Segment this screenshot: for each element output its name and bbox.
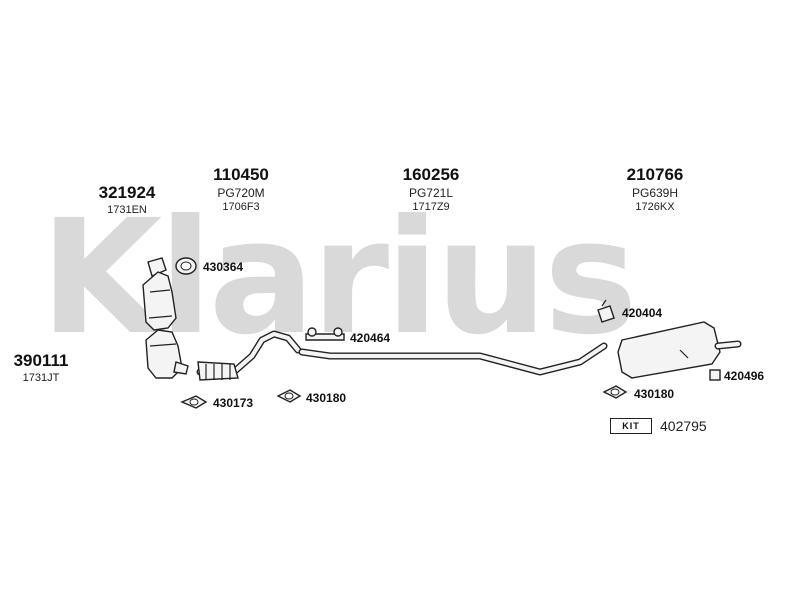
catalytic-converter-upper[interactable] (142, 257, 177, 331)
part-code-secondary: 1726KX (635, 201, 675, 213)
part-code-secondary: 1717Z9 (412, 201, 450, 213)
label-430173: 430173 (213, 396, 254, 410)
part-number: 110450 (213, 165, 269, 184)
klarius-watermark-logo: Klarius (40, 210, 638, 350)
label-430180-left: 430180 (306, 391, 347, 405)
gasket-430173-icon[interactable] (180, 395, 208, 409)
part-321924-label: 321924 1731EN (92, 184, 162, 216)
middle-pipe-160256[interactable] (298, 342, 608, 376)
label-430364: 430364 (203, 260, 244, 274)
kit-badge: KIT (610, 418, 652, 434)
part-110450-label: 110450 PG720M 1706F3 (206, 166, 276, 213)
part-number: 321924 (98, 183, 156, 202)
part-code: 1731EN (107, 204, 147, 216)
part-code-secondary: 1706F3 (222, 201, 260, 213)
kit-number: 402795 (660, 418, 707, 434)
rear-silencer-210766[interactable] (617, 321, 742, 379)
gasket-430180-right-icon[interactable] (602, 385, 628, 399)
clamp-430364-icon[interactable] (175, 257, 197, 275)
label-420464: 420464 (350, 331, 391, 345)
part-code: PG720M (217, 186, 265, 200)
part-160256-label: 160256 PG721L 1717Z9 (396, 166, 466, 213)
hanger-420464-icon[interactable] (305, 327, 345, 341)
hanger-420404-icon[interactable] (597, 299, 615, 323)
part-number: 160256 (402, 165, 460, 184)
front-pipe-110450[interactable] (196, 330, 302, 381)
particulate-filter[interactable] (145, 329, 189, 379)
gasket-430180-left-icon[interactable] (276, 389, 302, 403)
rubber-mount-420496-icon[interactable] (709, 369, 721, 381)
part-390111-label: 390111 1731JT (8, 352, 74, 384)
kit-label: KIT (622, 421, 640, 431)
part-code: PG639H (631, 186, 679, 200)
part-number: 210766 (626, 165, 684, 184)
watermark-text: Klarius (40, 210, 634, 350)
part-code: 1731JT (22, 372, 60, 384)
label-430180-right: 430180 (634, 387, 675, 401)
part-number: 390111 (13, 351, 69, 370)
part-210766-label: 210766 PG639H 1726KX (620, 166, 690, 213)
label-420404: 420404 (622, 306, 663, 320)
part-code: PG721L (408, 186, 454, 200)
label-420496: 420496 (724, 369, 765, 383)
